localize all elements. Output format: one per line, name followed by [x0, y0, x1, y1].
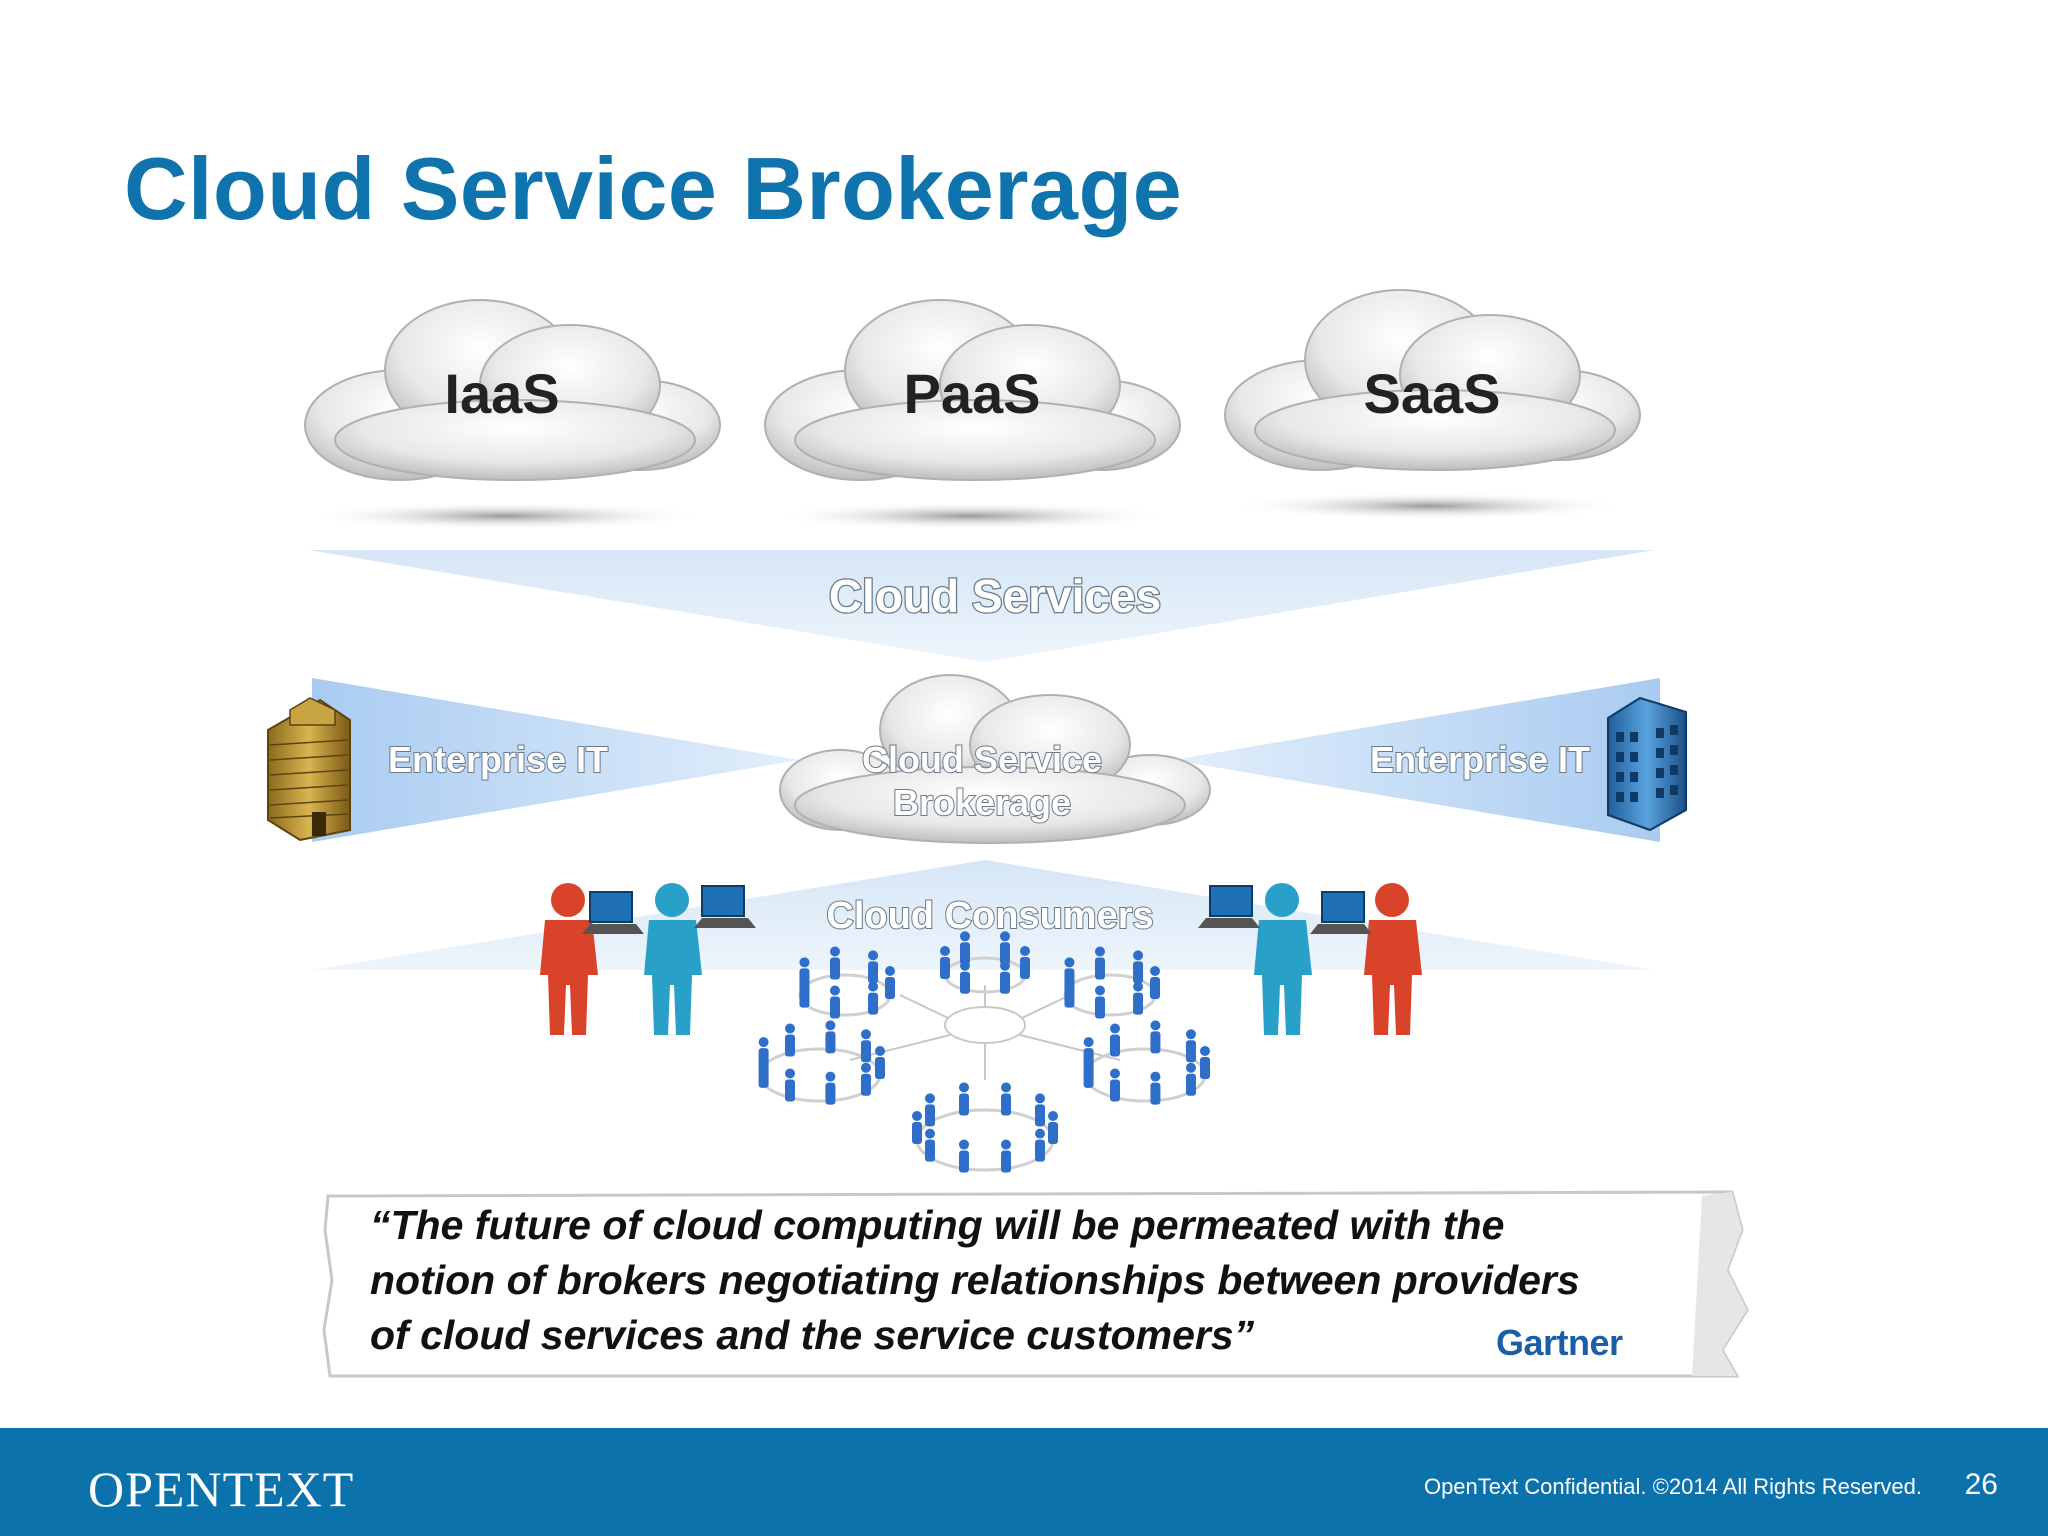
quote-line-1: “The future of cloud computing will be p… — [370, 1202, 1505, 1248]
crowd-person-icon — [1200, 1046, 1210, 1079]
crowd-person-icon — [924, 1093, 935, 1127]
quote-line-3: of cloud services and the service custom… — [370, 1312, 1255, 1358]
crowd-person-icon — [1094, 985, 1105, 1019]
person-teal-left-icon — [644, 883, 756, 1035]
crowd-person-icon — [912, 1111, 922, 1144]
saas-label: SaaS — [1364, 362, 1501, 425]
opentext-logo: OPENTEXT — [88, 1461, 355, 1517]
crowd-person-icon — [829, 985, 840, 1019]
crowd-person-icon — [1110, 1068, 1120, 1102]
confidential-notice: OpenText Confidential. ©2014 All Rights … — [1423, 1474, 1922, 1499]
broker-cloud: Cloud Service Brokerage — [779, 674, 1211, 844]
cloud-services-label: Cloud Services — [829, 570, 1161, 622]
crowd-person-icon — [799, 957, 810, 991]
crowd-person-icon — [1150, 1071, 1161, 1105]
crowd-person-icon — [860, 1062, 871, 1096]
crowd-person-icon — [960, 931, 970, 965]
crowd-person-icon — [1110, 1023, 1120, 1057]
enterprise-right-label: Enterprise IT — [1370, 739, 1590, 780]
crowd-person-icon — [785, 1023, 795, 1057]
iaas-cloud: IaaS — [304, 299, 721, 481]
crowd-person-icon — [825, 1020, 836, 1054]
person-red-right-icon — [1310, 883, 1422, 1035]
building-left-icon — [267, 697, 351, 842]
slide-title: Cloud Service Brokerage — [124, 139, 1183, 238]
paas-cloud: PaaS — [764, 299, 1181, 481]
crowd-person-icon — [1150, 966, 1160, 999]
crowd-person-icon — [868, 981, 879, 1015]
crowd-person-icon — [924, 1128, 935, 1162]
page-number: 26 — [1964, 1468, 1998, 1501]
crowd-person-icon — [1083, 1037, 1094, 1071]
crowd-person-icon — [1001, 1139, 1012, 1173]
building-right-icon — [1607, 696, 1687, 832]
broker-label-line1: Cloud Service — [862, 739, 1102, 780]
gartner-quote: “The future of cloud computing will be p… — [370, 1198, 1750, 1363]
crowd-person-icon — [868, 950, 879, 984]
enterprise-left-wedge — [312, 678, 800, 842]
footer-bar — [0, 1428, 2048, 1536]
crowd-person-icon — [958, 1139, 969, 1173]
crowd-person-icon — [1133, 981, 1144, 1015]
crowd-person-icon — [825, 1071, 836, 1105]
crowd-person-icon — [785, 1068, 795, 1102]
crowd-person-icon — [1035, 1093, 1046, 1127]
crowd-person-icon — [885, 966, 895, 999]
consumer-network — [758, 931, 1210, 1173]
crowd-person-icon — [960, 960, 970, 994]
crowd-person-icon — [758, 1037, 769, 1071]
enterprise-right-wedge — [1172, 678, 1660, 842]
crowd-person-icon — [1094, 946, 1105, 980]
broker-label-line2: Brokerage — [893, 782, 1071, 823]
enterprise-left-label: Enterprise IT — [388, 739, 608, 780]
crowd-person-icon — [1020, 946, 1030, 979]
crowd-person-icon — [1048, 1111, 1058, 1144]
crowd-person-icon — [1000, 931, 1010, 965]
saas-cloud: SaaS — [1224, 289, 1641, 471]
crowd-person-icon — [1150, 1020, 1161, 1054]
cloud-services-band — [308, 550, 1655, 662]
crowd-person-icon — [1185, 1029, 1196, 1063]
crowd-person-icon — [1064, 957, 1075, 991]
crowd-person-icon — [1185, 1062, 1196, 1096]
paas-label: PaaS — [904, 362, 1041, 425]
crowd-person-icon — [829, 946, 840, 980]
crowd-person-icon — [940, 946, 950, 979]
gartner-logo: Gartner — [1496, 1322, 1623, 1363]
cloud-consumers-label: Cloud Consumers — [826, 895, 1153, 937]
crowd-person-icon — [1035, 1128, 1046, 1162]
crowd-person-icon — [1133, 950, 1144, 984]
person-red-left-icon — [540, 883, 644, 1035]
crowd-person-icon — [958, 1082, 969, 1116]
crowd-person-icon — [1001, 1082, 1012, 1116]
quote-paper — [322, 1190, 1749, 1378]
quote-line-2: notion of brokers negotiating relationsh… — [370, 1257, 1580, 1303]
iaas-label: IaaS — [444, 362, 559, 425]
crowd-person-icon — [1000, 960, 1010, 994]
person-teal-right-icon — [1198, 883, 1312, 1035]
crowd-person-icon — [875, 1046, 885, 1079]
crowd-person-icon — [860, 1029, 871, 1063]
